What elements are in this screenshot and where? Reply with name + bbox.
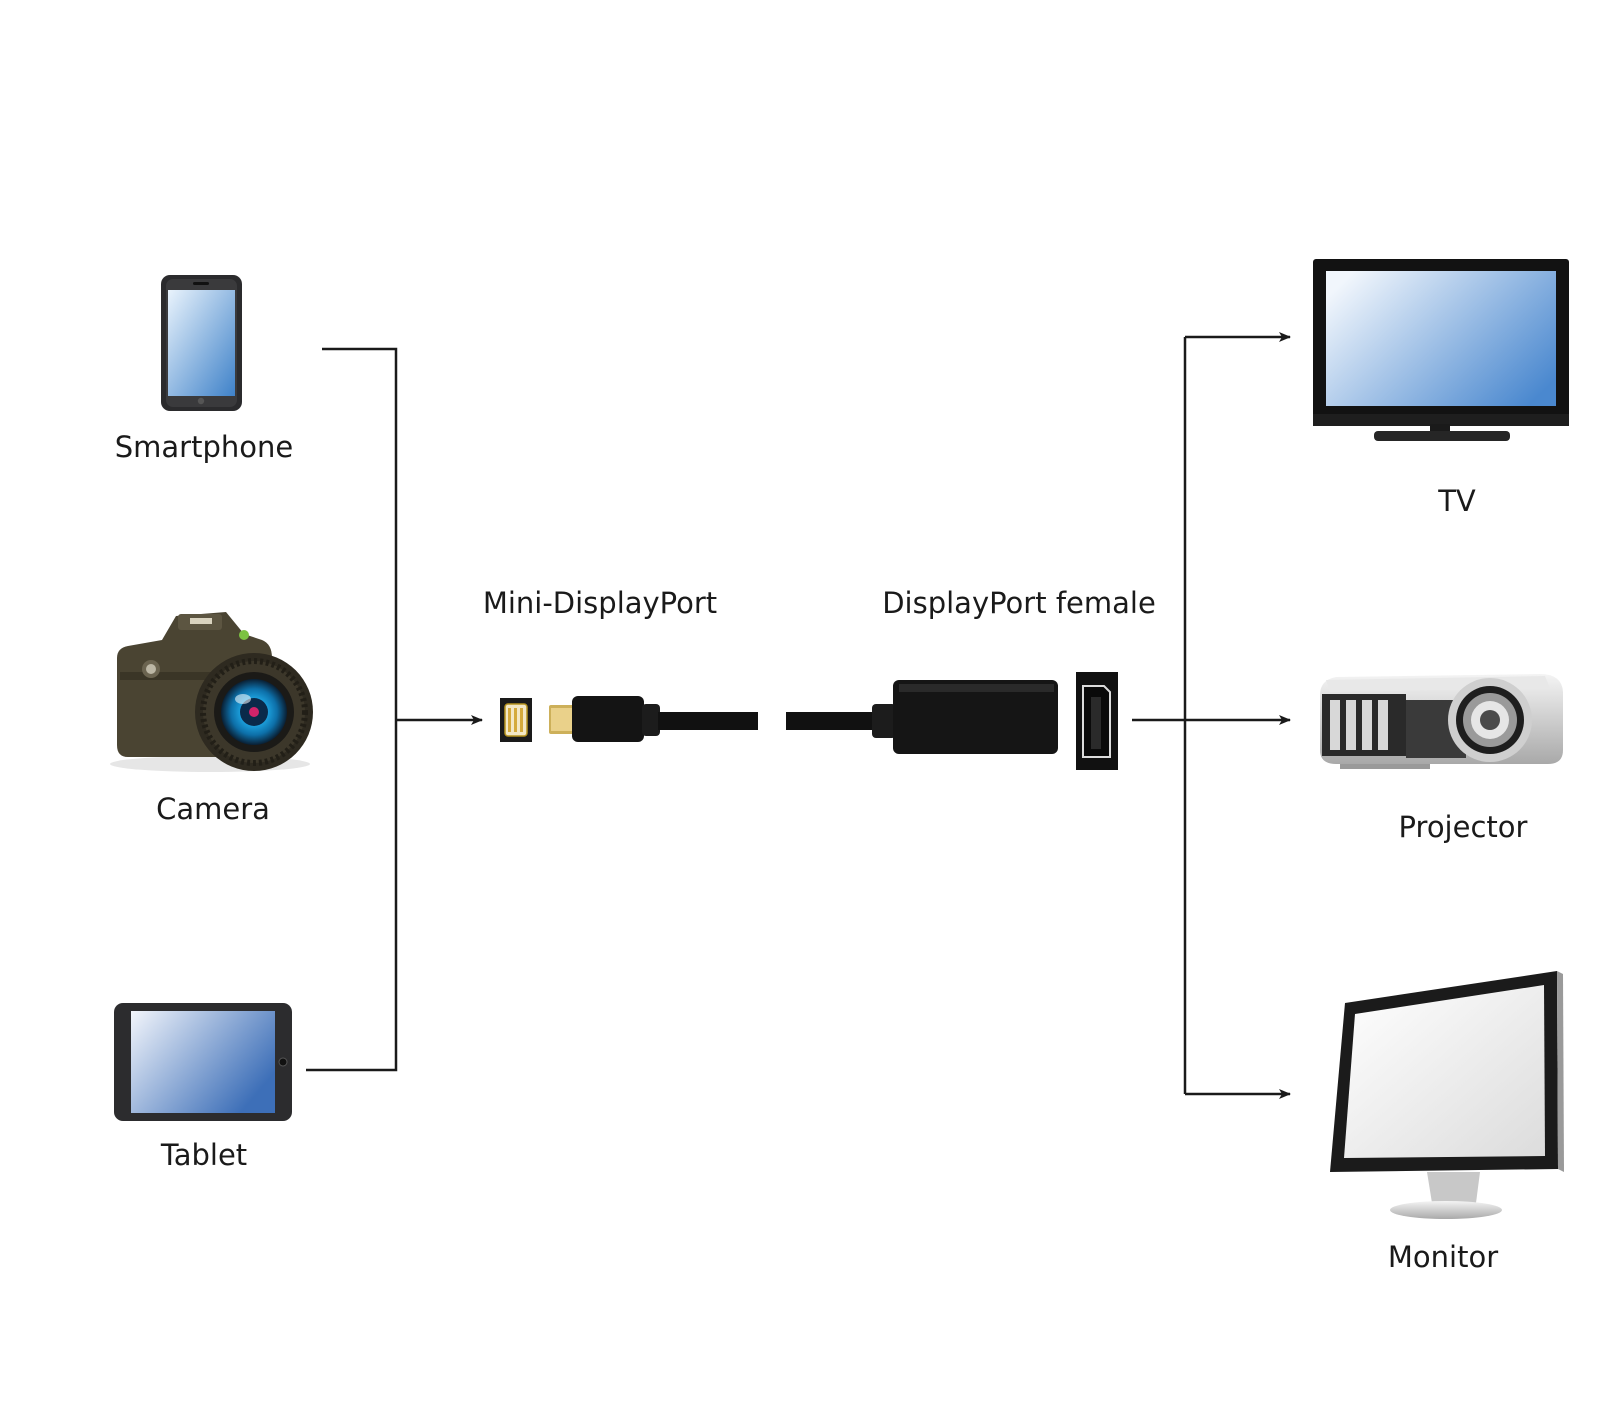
connector-lines [306,332,1291,1099]
displayport-female-adapter-icon [786,672,1118,770]
camera-icon [110,612,313,772]
projector-icon [1320,674,1563,769]
projector-label: Projector [1398,810,1528,844]
smartphone-icon [161,275,242,411]
tablet-icon [114,1003,292,1121]
mini-displayport-cable-icon [500,696,758,742]
camera-label: Camera [156,792,270,826]
tv-label: TV [1438,484,1476,518]
monitor-icon [1330,971,1564,1219]
tablet-label: Tablet [160,1138,248,1172]
smartphone-label: Smartphone [114,430,294,464]
mini-displayport-label: Mini-DisplayPort [482,586,718,620]
displayport-female-label: DisplayPort female [882,586,1156,620]
left-bracket-line [306,347,398,1072]
tv-icon [1313,259,1569,441]
monitor-label: Monitor [1387,1240,1499,1274]
